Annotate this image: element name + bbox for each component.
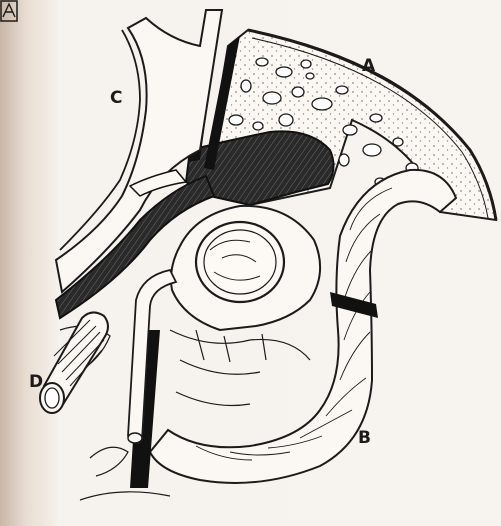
central-capsule [171, 206, 320, 330]
label-c: C [110, 90, 122, 107]
structure-d [40, 312, 108, 413]
label-b: B [358, 430, 371, 447]
label-d: D [29, 374, 43, 391]
structure-b [130, 170, 456, 488]
artist-monogram-icon [0, 0, 18, 22]
label-a: A [362, 58, 375, 75]
